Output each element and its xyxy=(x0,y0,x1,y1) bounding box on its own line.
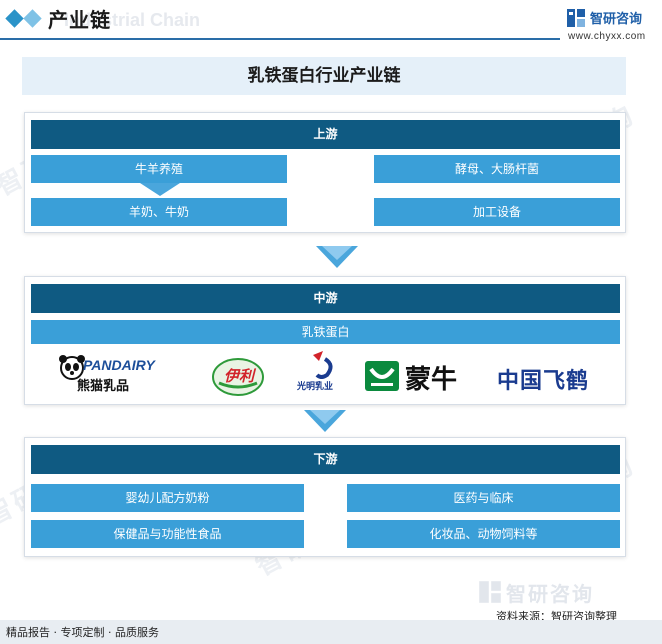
zhiyan-watermark-icon xyxy=(479,581,501,603)
yili-icon xyxy=(212,358,264,396)
upstream-item: 牛羊养殖 xyxy=(31,155,287,183)
footer-bar: 精品报告 · 专项定制 · 品质服务 xyxy=(0,620,662,644)
data-source: 资料来源：智研咨询整理 xyxy=(496,610,617,623)
logo-url: www.chyxx.com xyxy=(568,31,646,42)
header-ghost-subtitle: Industrial Chain xyxy=(64,10,201,30)
footer-watermark-name: 智研咨询 xyxy=(506,582,594,606)
downstream-item: 医药与临床 xyxy=(347,484,620,512)
flow-down-arrow-icon xyxy=(304,410,346,432)
page-title: 产业链 xyxy=(48,8,111,32)
guangming-logo: 光明乳业 xyxy=(297,349,347,395)
mengniu-cn: 蒙牛 xyxy=(405,365,458,395)
guangming-icon xyxy=(313,351,333,379)
pandairy-logo: PANDAIRY 熊猫乳品 xyxy=(53,351,193,397)
guangming-cn: 光明乳业 xyxy=(297,382,334,392)
chain-title: 乳铁蛋白行业产业链 xyxy=(22,57,626,95)
yili-cn: 伊利 xyxy=(224,367,255,385)
downstream-item: 化妆品、动物饲料等 xyxy=(347,520,620,548)
downstream-item: 保健品与功能性食品 xyxy=(31,520,304,548)
zhiyan-logo-icon xyxy=(567,9,585,27)
yili-logo: 伊利 xyxy=(211,357,265,397)
feihe-logo: 中国飞鹤 xyxy=(497,363,617,394)
midstream-section: 中游 乳铁蛋白 PANDAIRY 熊猫乳品 伊利 光明乳业 xyxy=(24,276,626,405)
upstream-section: 上游 牛羊养殖 羊奶、牛奶 酵母、大肠杆菌 加工设备 xyxy=(24,112,626,233)
pandairy-cn: 熊猫乳品 xyxy=(77,379,130,394)
small-down-arrow-icon xyxy=(140,183,180,196)
midstream-header: 中游 xyxy=(31,284,620,313)
pandairy-name: PANDAIRY xyxy=(83,357,155,373)
mengniu-logo: 蒙牛 xyxy=(365,359,485,395)
upstream-header: 上游 xyxy=(31,120,620,149)
logo-name: 智研咨询 xyxy=(590,12,643,27)
panda-icon xyxy=(59,355,85,380)
downstream-section: 下游 婴幼儿配方奶粉 保健品与功能性食品 医药与临床 化妆品、动物饲料等 xyxy=(24,437,626,557)
downstream-item: 婴幼儿配方奶粉 xyxy=(31,484,304,512)
upstream-item: 羊奶、牛奶 xyxy=(31,198,287,226)
flow-down-arrow-icon xyxy=(316,246,358,268)
mengniu-icon xyxy=(365,361,399,391)
page-header: Industrial Chain 产业链 智研咨询 www.chyxx.com xyxy=(0,0,662,44)
midstream-product: 乳铁蛋白 xyxy=(31,320,620,344)
upstream-item: 加工设备 xyxy=(374,198,620,226)
footer-services: 精品报告 · 专项定制 · 品质服务 xyxy=(6,626,159,639)
header-divider xyxy=(0,38,560,40)
feihe-cn: 中国飞鹤 xyxy=(497,369,590,394)
upstream-item: 酵母、大肠杆菌 xyxy=(374,155,620,183)
downstream-header: 下游 xyxy=(31,445,620,474)
